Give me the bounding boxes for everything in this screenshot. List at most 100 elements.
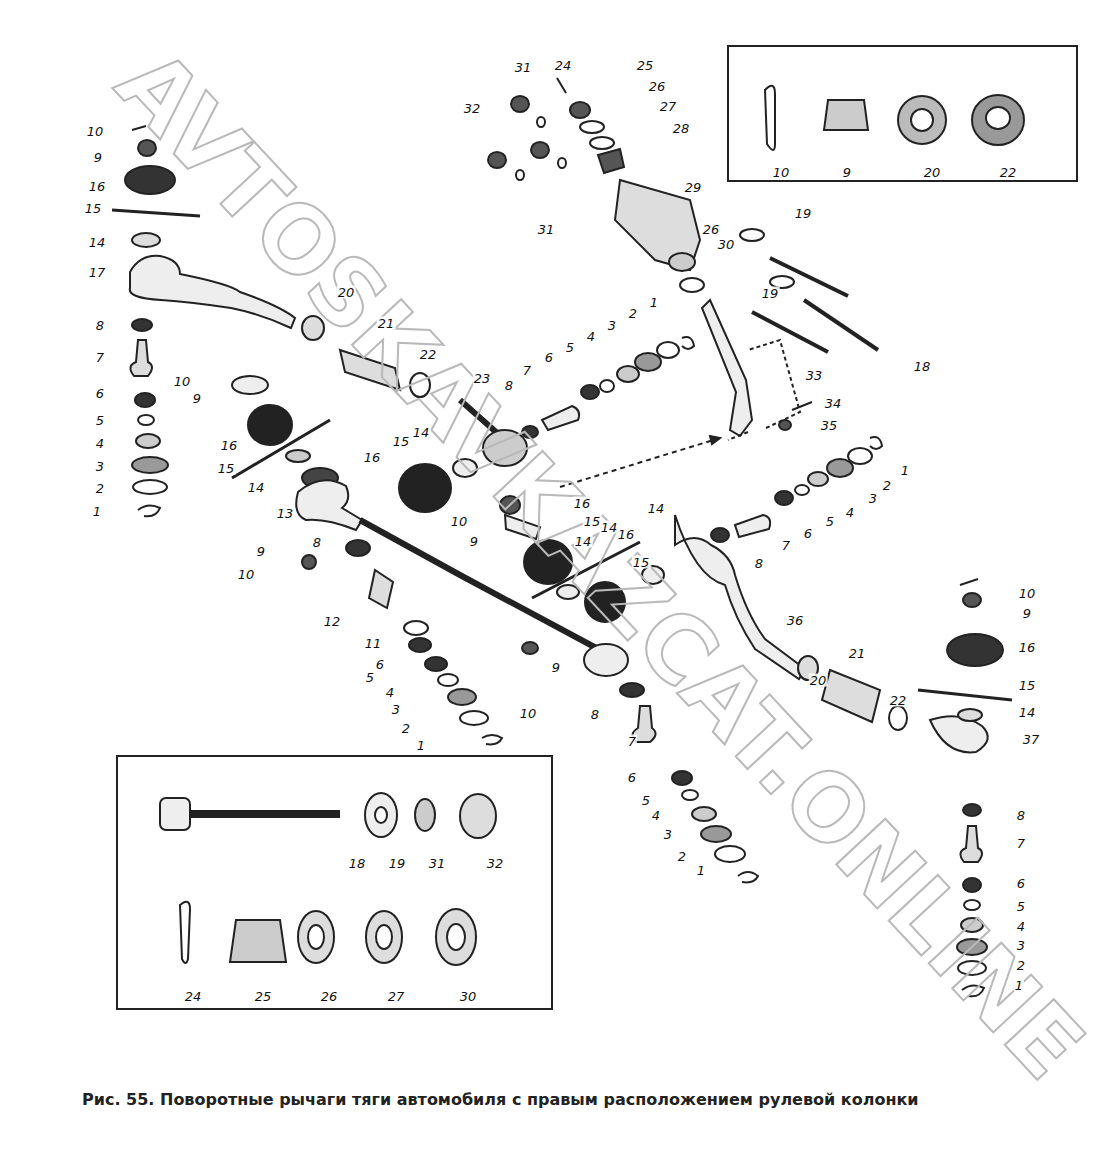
callout-number: 19 xyxy=(761,287,780,300)
callout-number: 4 xyxy=(385,686,395,699)
callout-number: 10 xyxy=(773,166,790,179)
callout-number: 3 xyxy=(868,492,878,505)
callout-number: 15 xyxy=(217,462,236,475)
callout-number: 7 xyxy=(522,364,532,377)
callout-number: 24 xyxy=(554,59,573,72)
callout-number: 28 xyxy=(672,122,691,135)
callout-number: 27 xyxy=(388,990,405,1003)
callout-number: 22 xyxy=(1000,166,1017,179)
callout-number: 19 xyxy=(389,857,406,870)
callout-number: 4 xyxy=(586,330,596,343)
figure-caption: Рис. 55. Поворотные рычаги тяги автомоби… xyxy=(82,1090,919,1109)
callout-number: 8 xyxy=(312,536,322,549)
callout-number: 10 xyxy=(237,568,256,581)
callout-number: 8 xyxy=(754,557,764,570)
callout-number: 27 xyxy=(659,100,678,113)
callout-number: 8 xyxy=(504,379,514,392)
callout-number: 3 xyxy=(391,703,401,716)
callout-number: 19 xyxy=(794,207,813,220)
callout-number: 26 xyxy=(702,223,721,236)
callout-number: 7 xyxy=(781,539,791,552)
callout-number: 32 xyxy=(487,857,504,870)
callout-number: 2 xyxy=(628,307,638,320)
callout-number: 2 xyxy=(401,722,411,735)
callout-number: 6 xyxy=(375,658,385,671)
callout-number: 7 xyxy=(1016,837,1026,850)
callout-number: 20 xyxy=(809,674,828,687)
callout-number: 8 xyxy=(1016,809,1026,822)
callout-number: 14 xyxy=(88,236,107,249)
callout-number: 30 xyxy=(717,238,736,251)
callout-number: 8 xyxy=(590,708,600,721)
callout-number: 4 xyxy=(95,437,105,450)
callout-number: 5 xyxy=(365,671,375,684)
callout-number: 18 xyxy=(913,360,932,373)
callout-number: 6 xyxy=(1016,877,1026,890)
callout-number: 9 xyxy=(843,166,851,179)
callout-number: 26 xyxy=(321,990,338,1003)
callout-number: 23 xyxy=(473,372,492,385)
callout-number: 1 xyxy=(649,296,659,309)
callout-number: 4 xyxy=(651,809,661,822)
callout-number: 10 xyxy=(1018,587,1037,600)
callout-number: 15 xyxy=(84,202,103,215)
callout-number: 34 xyxy=(824,397,843,410)
callout-number: 10 xyxy=(450,515,469,528)
callout-number: 25 xyxy=(636,59,655,72)
callout-number: 6 xyxy=(544,351,554,364)
callout-number: 18 xyxy=(349,857,366,870)
callout-number: 15 xyxy=(392,435,411,448)
callout-number: 14 xyxy=(574,535,593,548)
callout-number: 1 xyxy=(900,464,910,477)
callout-number: 6 xyxy=(627,771,637,784)
callout-number: 1 xyxy=(416,739,426,752)
callout-number: 25 xyxy=(255,990,272,1003)
callout-number: 2 xyxy=(1016,959,1026,972)
callout-number: 6 xyxy=(803,527,813,540)
callout-number: 1 xyxy=(1014,979,1024,992)
callout-number: 3 xyxy=(95,460,105,473)
callout-number: 3 xyxy=(607,319,617,332)
callout-number: 24 xyxy=(185,990,202,1003)
callout-number: 31 xyxy=(537,223,556,236)
callout-number: 21 xyxy=(377,317,396,330)
callout-number: 7 xyxy=(95,351,105,364)
callout-number: 32 xyxy=(463,102,482,115)
callout-number: 5 xyxy=(95,414,105,427)
callout-number: 16 xyxy=(363,451,382,464)
callout-number: 15 xyxy=(1018,679,1037,692)
callout-number: 9 xyxy=(1022,607,1032,620)
callout-number: 15 xyxy=(583,515,602,528)
callout-number: 5 xyxy=(825,515,835,528)
callout-number: 8 xyxy=(95,319,105,332)
callout-number: 16 xyxy=(573,497,592,510)
callout-number: 13 xyxy=(276,507,295,520)
callout-number: 14 xyxy=(1018,706,1037,719)
callout-number: 16 xyxy=(617,528,636,541)
callout-number: 2 xyxy=(882,479,892,492)
callout-number: 33 xyxy=(805,369,824,382)
callout-number: 4 xyxy=(1016,920,1026,933)
callout-number: 1 xyxy=(92,505,102,518)
callout-number: 7 xyxy=(627,735,637,748)
callout-number: 14 xyxy=(600,521,619,534)
callout-number: 10 xyxy=(519,707,538,720)
callout-number: 22 xyxy=(419,348,438,361)
callout-number: 35 xyxy=(820,419,839,432)
callout-number: 20 xyxy=(337,286,356,299)
callout-number: 9 xyxy=(551,661,561,674)
callout-number: 14 xyxy=(647,502,666,515)
callout-number: 36 xyxy=(786,614,805,627)
callout-number: 10 xyxy=(86,125,105,138)
callout-number: 14 xyxy=(247,481,266,494)
callout-number: 14 xyxy=(412,426,431,439)
callout-number: 12 xyxy=(323,615,342,628)
callout-number: 3 xyxy=(663,828,673,841)
callout-number: 30 xyxy=(460,990,477,1003)
callout-number: 9 xyxy=(93,151,103,164)
callout-number: 16 xyxy=(88,180,107,193)
callout-number: 29 xyxy=(684,181,703,194)
callout-number: 10 xyxy=(173,375,192,388)
callout-number: 15 xyxy=(632,556,651,569)
callout-number: 9 xyxy=(256,545,266,558)
